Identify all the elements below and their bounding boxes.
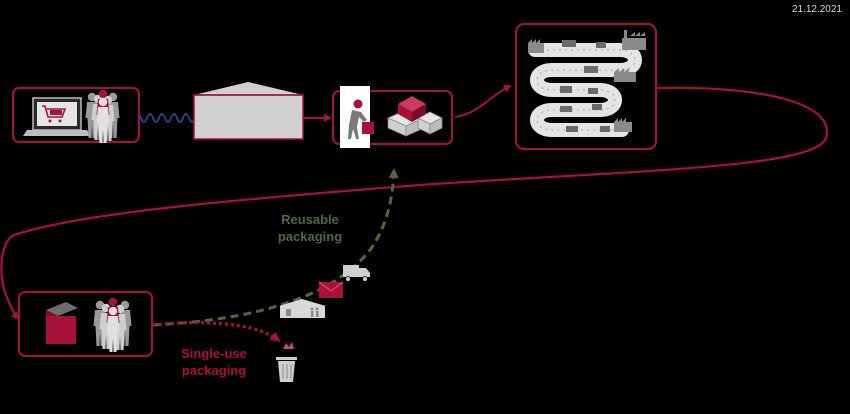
customers-icon [85, 89, 120, 143]
reusable-packaging-label-line1: Reusable [281, 212, 339, 227]
single-use-packaging-label-line2: packaging [181, 363, 247, 378]
date-stamp: 21.12.2021 [791, 4, 842, 15]
single-use-packaging-label: Single-use packaging [172, 345, 256, 379]
flow-line-packing-to-factory [454, 85, 512, 118]
envelope-icon [318, 281, 344, 298]
reusable-packaging-arrow [152, 168, 399, 327]
trash-bin-icon [276, 342, 297, 382]
reusable-packaging-label-line2: packaging [277, 229, 343, 244]
laptop-cart-icon [23, 97, 91, 136]
depot-icon [279, 299, 326, 318]
packing-box [332, 86, 453, 148]
factory-box [515, 23, 657, 150]
truck-icon [343, 265, 370, 282]
customer-return-box [18, 291, 153, 357]
parcel-box-icon [46, 302, 78, 344]
single-use-packaging-label-line1: Single-use [181, 346, 247, 361]
factory-conveyor-icon [528, 30, 646, 137]
boxes-icon [387, 96, 443, 137]
reusable-packaging-label: Reusable packaging [270, 211, 350, 245]
worker-packing-icon [348, 99, 374, 139]
customers-icon [93, 297, 132, 352]
online-order-box [12, 87, 140, 143]
warehouse-icon [193, 82, 304, 140]
